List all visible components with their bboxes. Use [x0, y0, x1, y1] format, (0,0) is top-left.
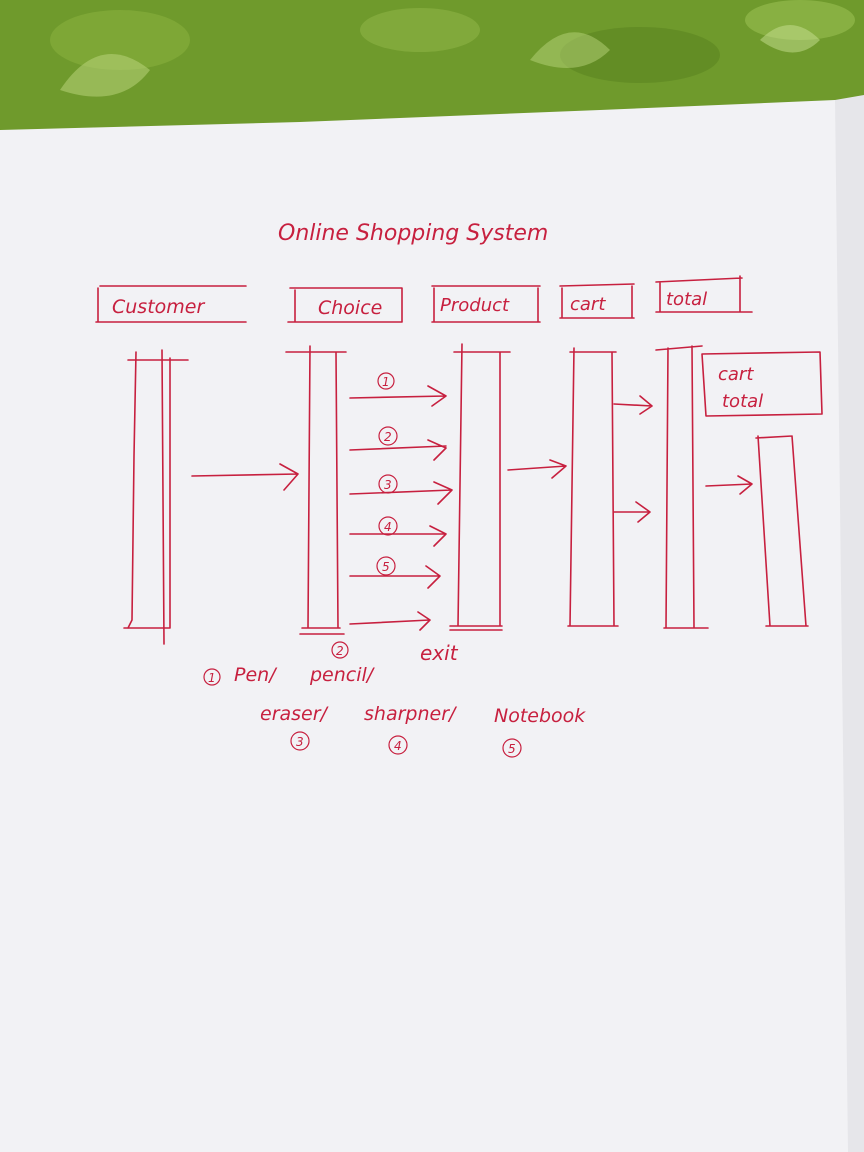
activation-bar-choice	[285, 345, 347, 635]
lifeline-label-choice: Choice	[318, 297, 382, 319]
legend-text-2: pencil/	[309, 664, 376, 686]
arrow-message-1	[349, 385, 447, 407]
activation-bar-customer	[123, 349, 189, 645]
activation-bar-total	[655, 345, 709, 629]
lifeline-label-cart: cart	[570, 294, 606, 315]
cart-total-line1: cart	[718, 364, 754, 385]
legend-number-3: 3	[296, 735, 304, 749]
lifeline-header-product: Product	[431, 285, 541, 323]
lifeline-header-customer: Customer	[95, 285, 247, 323]
message-number-3: 3	[384, 478, 392, 492]
legend-number-5: 5	[508, 742, 516, 756]
cart-total-line2: total	[722, 391, 763, 412]
legend-text-5: Notebook	[494, 705, 586, 727]
arrow-message-2	[349, 439, 447, 461]
message-number-2: 2	[384, 430, 392, 444]
legend-text-3: eraser/	[260, 703, 330, 725]
lifeline-label-total: total	[666, 289, 707, 310]
activation-bar-cart	[567, 347, 619, 627]
message-numbers: 1 2 3 4 5	[376, 372, 398, 576]
arrow-cart-to-total-1	[613, 395, 653, 415]
arrow-message-exit	[349, 611, 431, 631]
message-number-5: 5	[382, 560, 390, 574]
legend-number-4: 4	[394, 739, 402, 753]
message-number-4: 4	[384, 520, 392, 534]
legend-text-4: sharpner/	[364, 703, 458, 725]
arrow-message-5	[349, 565, 441, 589]
activation-bars	[123, 343, 809, 645]
paper-sheet	[0, 95, 864, 1152]
lifeline-headers: Customer Choice Product cart total	[95, 275, 753, 323]
lifeline-label-customer: Customer	[112, 296, 205, 318]
legend-text-1: Pen/	[234, 664, 278, 686]
arrow-message-4	[349, 525, 447, 547]
lifeline-header-cart: cart	[559, 283, 635, 319]
message-number-1: 1	[382, 375, 390, 389]
legend: 1 Pen/ 2 pencil/ eraser/ 3 sharpner/ 4 N…	[203, 641, 586, 758]
lifeline-header-choice: Choice	[287, 287, 403, 323]
lifeline-label-product: Product	[440, 295, 510, 316]
arrow-cart-to-total-2	[613, 501, 651, 523]
exit-label: exit	[420, 641, 459, 665]
lifeline-header-total: total	[655, 275, 753, 313]
activation-bar-product	[449, 343, 511, 631]
diagram-title: Online Shopping System	[278, 221, 548, 246]
legend-number-2: 2	[336, 644, 344, 658]
activation-bar-cart-total	[755, 435, 809, 627]
arrow-customer-to-choice	[191, 463, 299, 491]
cart-total-box: cart total	[701, 351, 823, 417]
legend-number-1: 1	[208, 671, 216, 685]
arrow-message-3	[349, 481, 453, 505]
messages	[191, 385, 753, 631]
arrow-total-to-cart-total	[705, 475, 753, 495]
arrow-product-to-cart	[507, 459, 567, 479]
